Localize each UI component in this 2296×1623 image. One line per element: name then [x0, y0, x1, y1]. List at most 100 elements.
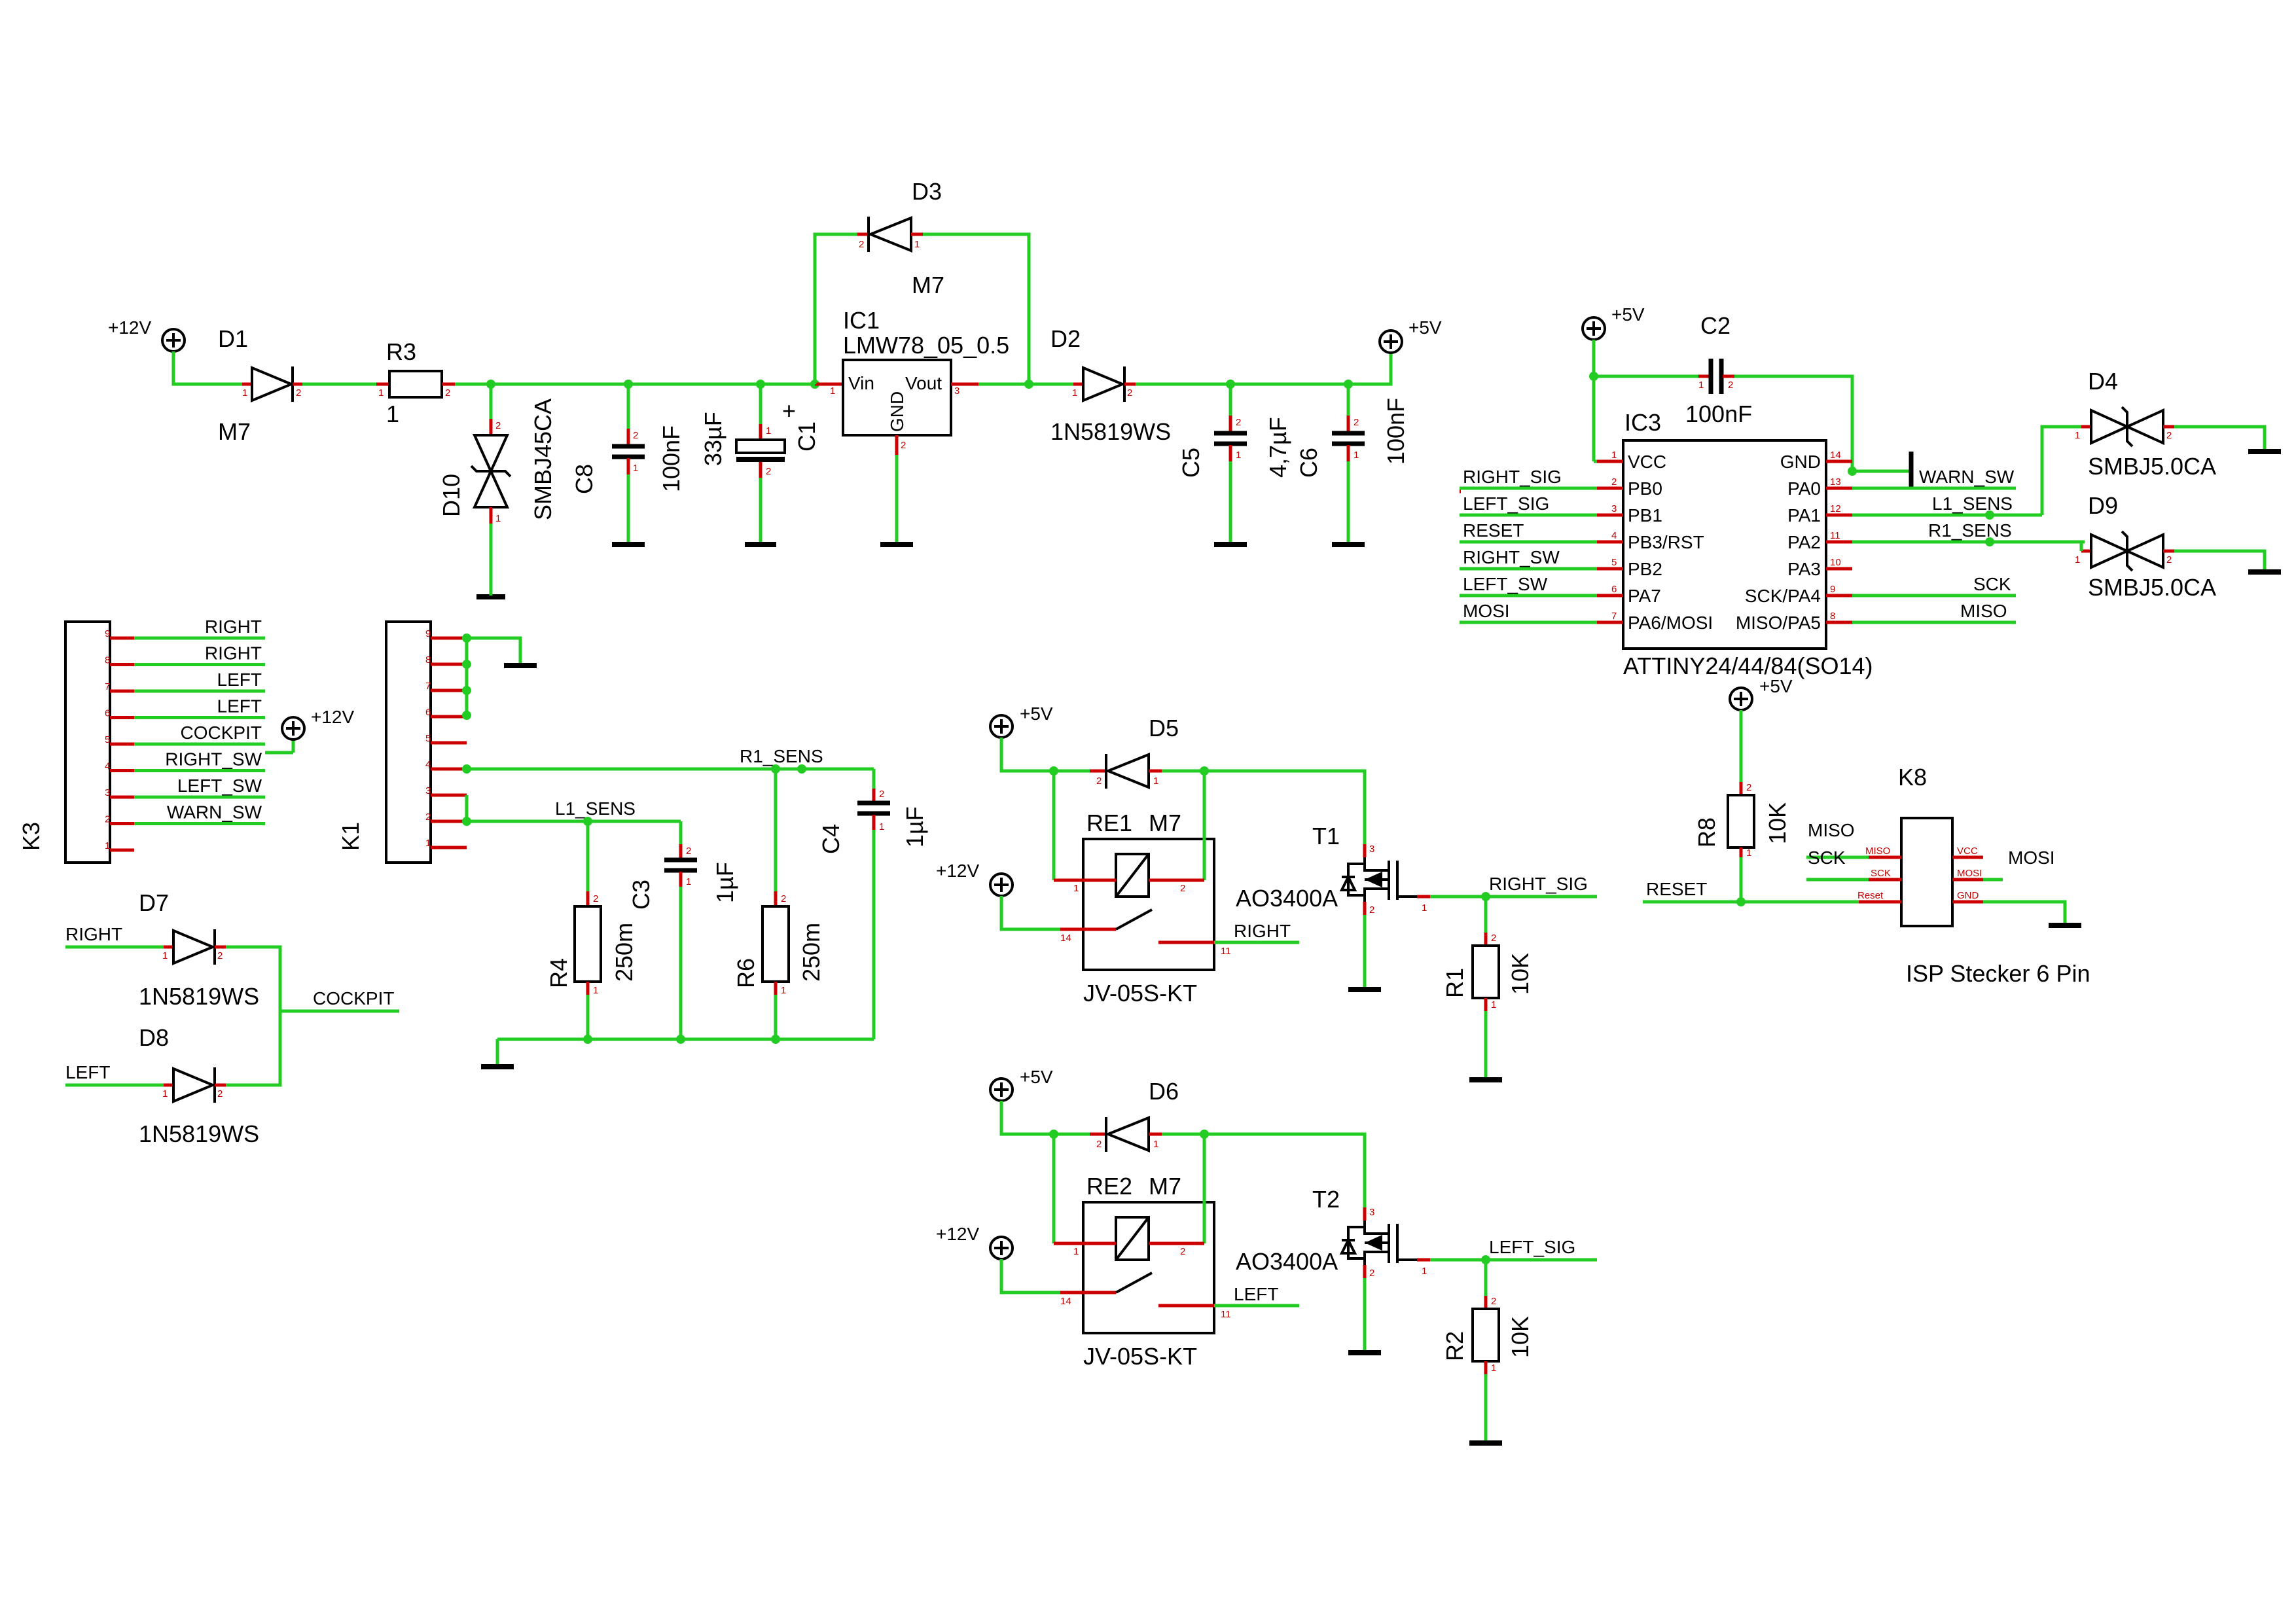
ic3-pin-name: MISO/PA5	[1736, 613, 1821, 633]
k8-pin-mosi: MOSI	[1957, 868, 1982, 879]
svg-text:2: 2	[296, 387, 301, 399]
plus12v-label-k3: +12V	[311, 707, 354, 727]
d4-ref: D4	[2088, 368, 2118, 395]
mosfet-ref: T1	[1312, 823, 1340, 849]
relay-diode-value: M7	[1149, 1173, 1181, 1200]
svg-text:2: 2	[217, 1088, 223, 1099]
k3-pin-num: 9	[105, 628, 110, 639]
ic3-pin-name: PA3	[1787, 559, 1821, 579]
svg-text:2: 2	[1180, 1246, 1185, 1257]
plus12v-symbol	[989, 872, 1014, 897]
plus12v-label: +12V	[936, 1224, 979, 1244]
svg-text:1: 1	[1422, 902, 1427, 914]
ic1-vout: Vout	[905, 373, 942, 393]
svg-text:+: +	[782, 397, 796, 424]
capacitor-c5: 21 C5 4,7µF	[1177, 384, 1291, 547]
capacitor-c1: 12 + 33µF C1	[700, 384, 820, 547]
d2-ref: D2	[1050, 325, 1081, 352]
c4-value: 1µF	[901, 806, 928, 847]
capacitor-c8: 21 C8 100nF	[571, 384, 685, 547]
d4-value: SMBJ5.0CA	[2088, 453, 2216, 480]
k3-pin-num: 7	[105, 681, 110, 692]
resistor-r8: 21 R8 10K	[1693, 710, 1791, 902]
svg-text:1: 1	[162, 950, 168, 961]
ic3-ref: IC3	[1624, 409, 1661, 436]
svg-text:1: 1	[2075, 554, 2080, 565]
svg-text:2: 2	[1746, 782, 1751, 793]
mosfet-value: AO3400A	[1236, 885, 1338, 912]
svg-text:1: 1	[1354, 450, 1359, 461]
r3-ref: R3	[386, 338, 416, 365]
ic1-value: LMW78_05_0.5	[843, 332, 1009, 359]
plus12v-symbol-k3	[281, 716, 306, 741]
relay-ref: RE2	[1086, 1173, 1132, 1200]
c6-ref: C6	[1295, 448, 1322, 478]
svg-text:2: 2	[1096, 1139, 1102, 1150]
k8-pin-sck: SCK	[1871, 868, 1891, 879]
svg-text:1: 1	[1698, 380, 1704, 391]
svg-text:2: 2	[781, 893, 786, 904]
svg-text:2: 2	[2166, 554, 2172, 565]
relay-diode-value: M7	[1149, 810, 1181, 836]
capacitor-c6: 21 C6 100nF	[1295, 384, 1409, 547]
k3-net-label: COCKPIT	[181, 722, 262, 743]
ic3-pin-name: PB1	[1628, 505, 1662, 526]
driver-diode-ref: D6	[1149, 1078, 1179, 1105]
c2-value: 100nF	[1685, 401, 1752, 427]
k1-ref: K1	[337, 822, 364, 851]
svg-text:1: 1	[1422, 1266, 1427, 1277]
ic3-pin-name: VCC	[1628, 452, 1666, 472]
c6-value: 100nF	[1382, 398, 1409, 465]
k1-pin-num: 4	[425, 759, 431, 770]
ic3-pin-num: 8	[1830, 611, 1835, 622]
svg-text:2: 2	[495, 420, 501, 431]
svg-text:1: 1	[1746, 847, 1751, 859]
c3-ref: C3	[628, 880, 655, 910]
plus12v-symbol	[989, 1236, 1014, 1260]
svg-text:3: 3	[1369, 1207, 1374, 1218]
k1-pin-num: 2	[425, 812, 431, 823]
net-cockpit-or: COCKPIT	[313, 988, 394, 1008]
net-mosi-isp: MOSI	[2008, 847, 2055, 868]
r6-value: 250m	[798, 923, 825, 982]
svg-text:1: 1	[378, 387, 384, 399]
k1-pin-num: 9	[425, 628, 431, 639]
net-r1-sens-k1: R1_SENS	[740, 746, 823, 766]
svg-text:14: 14	[1060, 1296, 1071, 1307]
relay-value: JV-05S-KT	[1083, 980, 1197, 1007]
net-right-sw-mcu: RIGHT_SW	[1463, 547, 1560, 567]
c1-ref: C1	[793, 421, 820, 452]
plus5v-label-3: +5V	[1759, 676, 1793, 696]
svg-text:1: 1	[686, 876, 691, 887]
ic3-pin-name: PB2	[1628, 559, 1662, 579]
c4-ref: C4	[817, 824, 844, 854]
resistor-r6: 21 R6 250m	[732, 769, 825, 1039]
svg-text:2: 2	[686, 846, 691, 857]
k3-pin-num: 1	[105, 840, 110, 851]
ic1-ref: IC1	[843, 307, 880, 334]
net-r1-sens-mcu: R1_SENS	[1928, 520, 2012, 541]
k3-pin-num: 4	[105, 761, 110, 772]
svg-text:11: 11	[1221, 946, 1231, 957]
net-warn-sw-mcu: WARN_SW	[1919, 467, 2015, 487]
k8-pin-miso: MISO	[1865, 846, 1890, 857]
plus5v-symbol-2	[1581, 316, 1606, 341]
svg-text:1: 1	[162, 1088, 168, 1099]
resistor-r4: 21 R4 250m	[545, 821, 637, 1039]
ic3-pin-name: PB0	[1628, 478, 1662, 499]
ic3-value: ATTINY24/44/84(SO14)	[1623, 652, 1873, 679]
d1-value: M7	[218, 418, 251, 445]
ic3-right-pins: 14GND13PA012PA111PA210PA39SCK/PA48MISO/P…	[1736, 450, 1852, 633]
svg-text:2: 2	[593, 893, 598, 904]
ic1-gnd: GND	[887, 391, 907, 432]
svg-text:2: 2	[1180, 883, 1185, 894]
driver-diode-ref: D5	[1149, 715, 1179, 741]
